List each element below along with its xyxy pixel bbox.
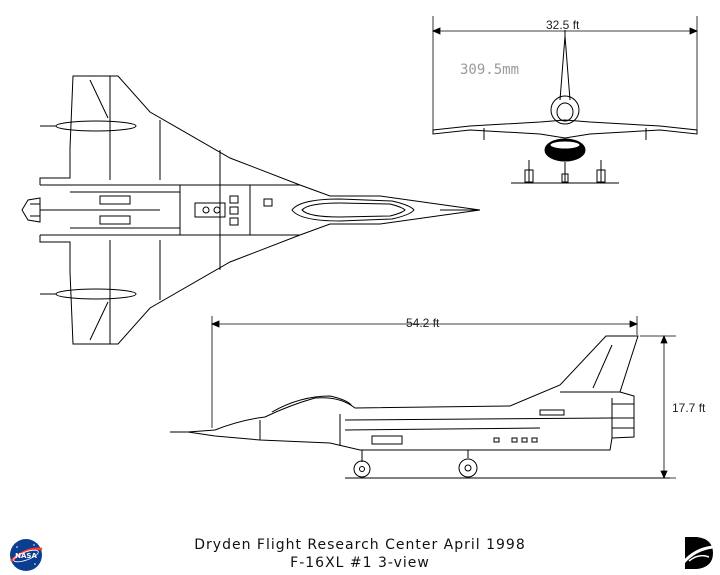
nasa-logo-text: NASA bbox=[15, 552, 37, 560]
caption-line-2: F-16XL #1 3-view bbox=[290, 555, 430, 571]
length-dimension-line bbox=[210, 316, 639, 428]
top-view bbox=[21, 75, 481, 345]
span-dimension-label: 32.5 ft bbox=[546, 18, 580, 32]
caption-line-1: Dryden Flight Research Center April 1998 bbox=[194, 537, 526, 553]
scale-note: 309.5mm bbox=[460, 62, 520, 78]
nasa-meatball-icon: NASA bbox=[10, 539, 43, 571]
height-dimension-line bbox=[636, 334, 676, 480]
side-view bbox=[170, 335, 670, 479]
span-dimension-line bbox=[431, 16, 699, 132]
length-dimension-label: 54.2 ft bbox=[406, 316, 440, 330]
height-dimension-label: 17.7 ft bbox=[672, 401, 706, 415]
dryden-logo-icon bbox=[681, 537, 714, 569]
front-view bbox=[432, 30, 698, 184]
